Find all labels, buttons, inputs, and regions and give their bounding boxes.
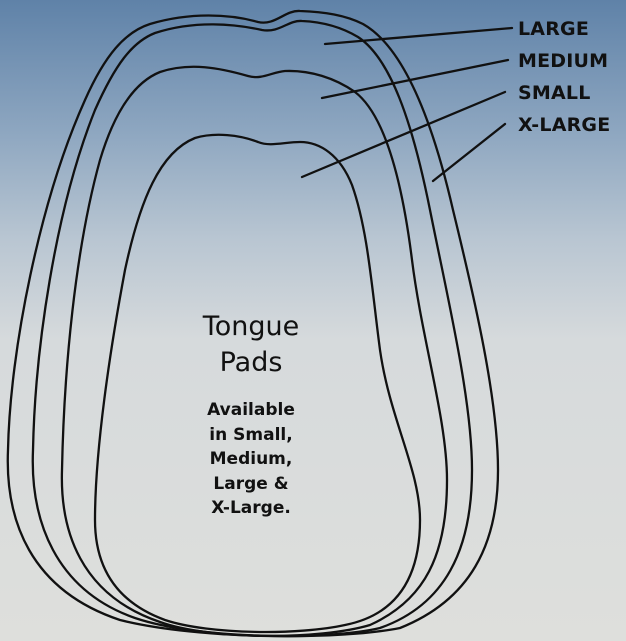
label-medium: MEDIUM (518, 52, 608, 71)
center-subtitle: Available in Small, Medium, Large & X-La… (150, 398, 352, 521)
title-line-1: Tongue (150, 309, 352, 345)
center-title: Tongue Pads (150, 309, 352, 381)
subtitle-line-4: Large & (150, 472, 352, 497)
subtitle-line-1: Available (150, 398, 352, 423)
title-line-2: Pads (150, 345, 352, 381)
subtitle-line-2: in Small, (150, 423, 352, 448)
subtitle-line-5: X-Large. (150, 496, 352, 521)
outline-small (95, 135, 420, 632)
label-large: LARGE (518, 20, 589, 39)
subtitle-line-3: Medium, (150, 447, 352, 472)
label-x-large: X-LARGE (518, 116, 610, 135)
leader-line-x-large (433, 124, 505, 181)
leader-line-small (302, 92, 505, 177)
leader-line-large (325, 28, 512, 44)
label-small: SMALL (518, 84, 591, 103)
